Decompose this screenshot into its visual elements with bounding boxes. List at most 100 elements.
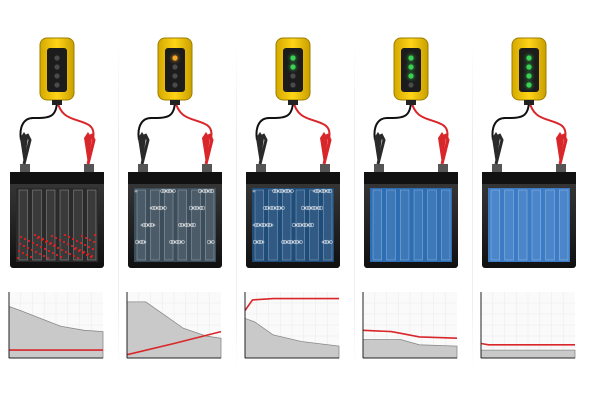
gas-bubble [188,223,192,227]
sulfate-crystal [33,233,37,237]
sulfate-crystal [80,234,84,238]
battery-lid [246,172,340,184]
gas-bubble [255,240,259,244]
positive-terminal [438,164,448,172]
gas-bubble [254,223,258,227]
negative-terminal [138,164,148,172]
gas-bubble [284,189,288,193]
charger-led-off [290,82,296,88]
black-clamp-jaw [140,133,150,165]
sulfate-crystal [44,240,48,244]
sulfate-crystal [56,246,60,250]
gas-bubble [173,240,177,244]
gas-bubble [170,239,176,245]
gas-bubble [182,223,186,227]
stage-column-1 [8,37,104,359]
gas-bubble [191,206,195,210]
black-cable [255,99,294,141]
gas-bubble [206,189,210,193]
gas-bubble [164,189,168,193]
gas-bubble [206,239,212,245]
sulfate-crystal [50,234,54,238]
gas-bubble [209,240,213,244]
black-cable [491,99,530,141]
gas-bubble [263,206,267,210]
voltage-curve-line [244,297,339,311]
gas-bubble [282,239,288,245]
positive-terminal [202,164,212,172]
battery-plate [413,189,424,261]
gas-bubble [291,240,295,244]
gas-bubble [258,223,262,227]
sulfate-crystal [72,254,76,258]
sulfate-crystal [76,256,80,260]
gas-bubble [288,189,292,193]
gas-bubble [203,188,209,194]
battery-window [16,188,98,262]
sulfate-crystal [26,246,30,250]
negative-terminal [20,164,30,172]
battery-lid [482,172,576,184]
gas-bubble [255,222,261,228]
gas-bubble [317,206,321,210]
gas-bubble [143,222,149,228]
charger-led-off [54,82,60,88]
gas-bubble [312,189,316,193]
gas-bubble [179,222,185,228]
black-clamp [138,132,146,164]
charger-panel [47,48,67,92]
gas-bubble [323,240,327,244]
gas-bubble [176,239,182,245]
gas-bubble [146,223,150,227]
gas-bubble [169,240,173,244]
gas-bubble [306,223,310,227]
sulfate-crystal [55,253,59,257]
gas-bubble [140,223,144,227]
gas-bubble [194,205,200,211]
battery-plate [558,189,569,261]
gas-bubble [197,188,203,194]
red-clamp-jaw [322,133,332,165]
sulfate-crystal [71,237,75,241]
charger-cable-boot [406,100,416,105]
red-clamp-jaw [558,133,568,165]
sulfate-crystal [67,235,71,239]
gas-bubble [318,205,324,211]
gas-bubble [327,240,331,244]
gas-bubble [149,206,153,210]
gas-bubble [160,189,164,193]
gas-bubble [134,189,138,193]
gas-bubble [297,222,303,228]
charger-cable-boot [524,100,534,105]
battery-plate [545,189,555,261]
column-divider [354,40,355,370]
gas-bubble [261,222,267,228]
black-clamp-jaw [258,133,268,165]
gas-bubble [312,205,318,211]
red-clamp [320,132,328,164]
gas-bubble [315,206,319,210]
sulfate-crystal [18,242,22,246]
gas-bubble [303,222,309,228]
black-clamp [374,132,382,164]
charger-led-green [526,82,532,88]
gas-bubble [134,239,140,245]
sulfate-crystal [83,243,87,247]
gas-bubble [151,206,155,210]
sulfate-crystal [42,254,46,258]
black-clamp [492,132,500,164]
gas-bubble [324,239,330,245]
battery-plate [45,189,56,261]
gas-bubble [148,223,152,227]
gas-bubble [260,223,264,227]
gas-bubble [163,206,167,210]
sulfate-crystal [58,238,62,242]
charger-led-green [526,55,532,61]
gas-bubble [152,205,158,211]
red-clamp-jaw [86,133,96,165]
gas-bubble [257,240,261,244]
gas-bubble [270,223,274,227]
charger-panel [401,48,421,92]
battery-plate [531,189,542,261]
